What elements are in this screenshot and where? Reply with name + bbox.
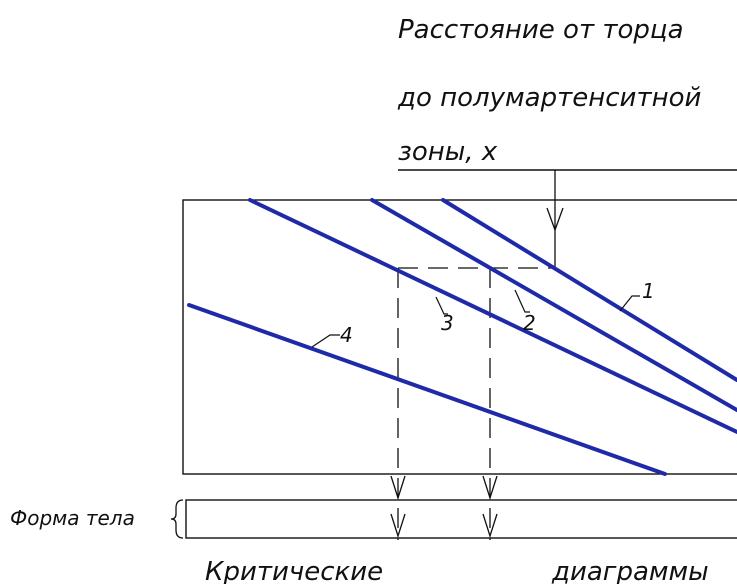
curve-2-leader bbox=[514, 289, 530, 313]
caption-critical: Критические bbox=[205, 557, 383, 584]
curve-1-leader bbox=[619, 295, 640, 312]
curve-3-leader bbox=[435, 296, 448, 315]
projection-arrow-left-lower bbox=[390, 513, 406, 539]
curve-2 bbox=[370, 198, 737, 412]
distance-label-line3: зоны, x bbox=[398, 137, 498, 167]
body-shape-label: Форма тела bbox=[10, 506, 135, 530]
curve-4-number: 4 bbox=[340, 323, 353, 347]
body-shape-strip bbox=[185, 499, 737, 539]
projection-arrow-right-lower bbox=[482, 513, 498, 539]
distance-label-line1: Расстояние от торца bbox=[398, 15, 684, 45]
body-shape-brace bbox=[170, 499, 184, 539]
curve-1 bbox=[441, 198, 737, 382]
curves bbox=[187, 198, 737, 476]
diagram-frame bbox=[182, 199, 737, 475]
curve-1-number: 1 bbox=[642, 279, 655, 303]
distance-label-line2: до полумартенситной bbox=[397, 83, 701, 113]
curve-4-leader bbox=[311, 334, 340, 348]
curve-3 bbox=[248, 198, 737, 434]
curve-3-number: 3 bbox=[441, 311, 454, 335]
curve-label-leaders bbox=[311, 289, 640, 348]
curve-4 bbox=[187, 303, 667, 476]
curve-2-number: 2 bbox=[523, 311, 536, 335]
projection-arrow-right-upper bbox=[482, 475, 498, 501]
distance-arrow-head bbox=[546, 207, 564, 232]
projection-arrow-left-upper bbox=[390, 475, 406, 501]
projection-arrows bbox=[390, 475, 498, 539]
caption-diagrams: диаграммы bbox=[551, 557, 709, 584]
